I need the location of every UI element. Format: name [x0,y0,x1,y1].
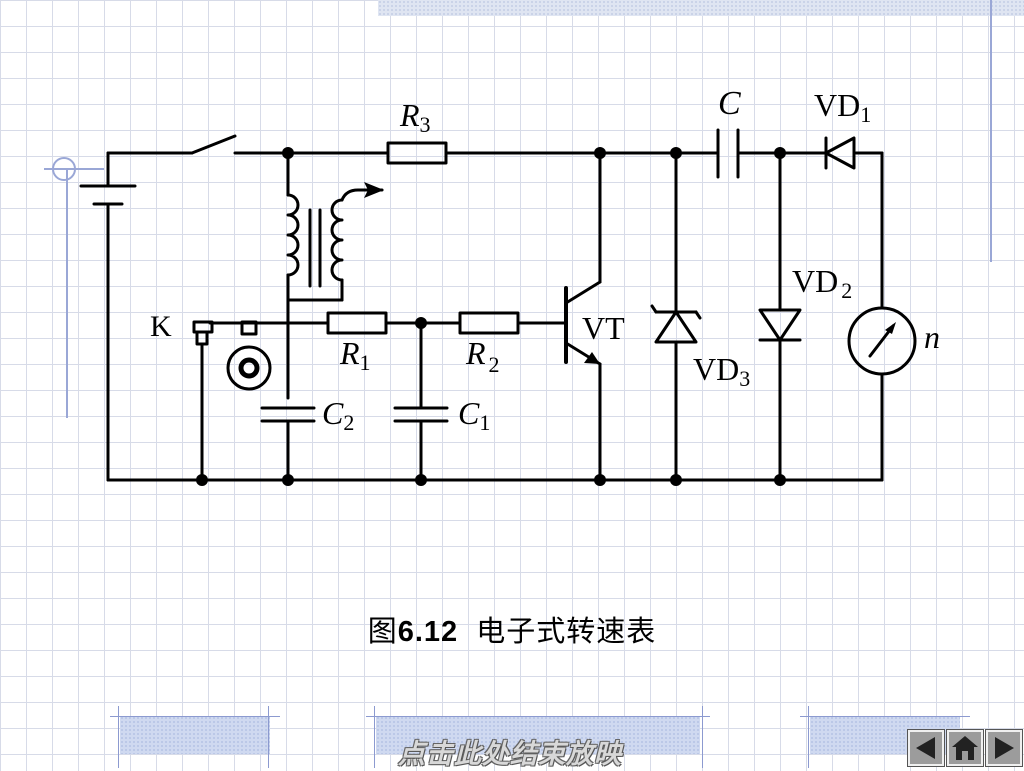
previous-slide-button[interactable] [907,729,945,767]
footer-tile-left [120,716,270,754]
junction-dot [774,147,786,159]
junction-dot [282,147,294,159]
label-n: n [924,319,940,355]
footer-rule [374,706,375,768]
label-r1: R1 [339,335,371,375]
pickup-arrow-head [364,182,384,198]
label-r3: R3 [399,97,431,137]
jack-socket-inner [238,357,260,379]
label-c2: C2 [322,395,354,435]
junction-dot [196,474,208,486]
vd3-zener-hook-left [650,304,658,314]
top-decorative-band [378,0,1024,16]
junction-dot [774,474,786,486]
next-slide-button[interactable] [985,729,1023,767]
junction-dot [415,474,427,486]
junction-dot [670,474,682,486]
figure-caption: 图6.12 电子式转速表 [0,608,1024,650]
footer-rule [118,706,119,768]
label-vd1: VD1 [814,87,871,127]
next-icon [995,737,1014,759]
footer-rule [110,716,280,717]
label-vt: VT [582,310,625,346]
vd3-zener-hook-right [694,310,702,320]
meter-needle-arrow [885,322,896,334]
jack-k-sleeve [195,330,209,346]
decorative-rule-left [66,168,68,418]
transistor-emitter-arrow [584,352,600,364]
junction-dot [594,147,606,159]
pickup-arrow-line [340,188,384,202]
footer-rule [800,716,970,717]
vd1-triangle [824,136,856,170]
switch-blade [190,134,237,155]
decorative-circle [52,157,76,181]
junction-dot [594,474,606,486]
caption-title: 电子式转速表 [476,616,657,648]
transformer-secondary-coil [330,198,344,282]
footer-rule [268,706,269,768]
footer-tile-center [376,716,700,754]
junction-dot [670,147,682,159]
tachometer-meter [847,306,917,376]
label-c: C [718,85,741,122]
label-k: K [150,310,172,343]
label-vd3: VD3 [693,351,750,391]
resistor-r2 [458,311,520,335]
resistor-r3 [386,141,448,165]
vd2-triangle [758,308,802,342]
transformer-primary-coil [286,193,300,277]
caption-prefix: 图 [367,616,398,648]
caption-number: 6.12 [397,616,459,648]
junction-dot [415,317,427,329]
resistor-r1 [326,311,388,335]
decorative-rule-right [990,0,992,262]
jack-socket-outer [226,345,272,391]
previous-icon [916,737,935,759]
label-c1: C1 [458,395,490,435]
footer-rule [366,716,710,717]
home-button[interactable] [946,729,984,767]
home-icon [952,736,978,760]
junction-dot [282,474,294,486]
transistor-collector [564,280,602,305]
vd3-triangle [654,310,698,344]
footer-rule [808,706,809,768]
footer-rule [702,706,703,768]
end-slideshow-link[interactable]: 点击此处结束放映 [398,739,622,769]
jack-contact [240,320,258,336]
